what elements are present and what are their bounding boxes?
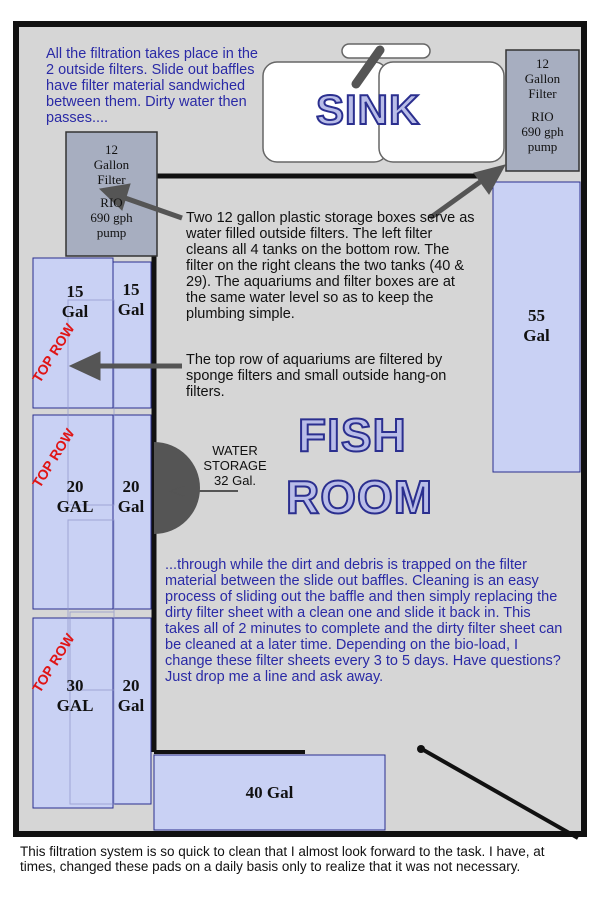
tank-20c-shape <box>112 617 152 805</box>
arrowhead-water-storage <box>168 484 187 498</box>
sink-label: SINK <box>315 85 421 134</box>
arrow-left-filter <box>124 195 183 221</box>
footer-text: This filtration system is so quick to cl… <box>20 844 545 874</box>
water-storage-label: WATER STORAGE 32 Gal. <box>203 443 267 488</box>
arrow-right-filter <box>428 179 482 221</box>
right-filter-label: 12 Gallon Filter RIO 690 gph pump <box>521 56 564 154</box>
door-hinge <box>417 745 425 753</box>
room-label-line1: FISH <box>297 408 407 462</box>
tank-15b-shape <box>112 261 152 409</box>
tank-55-shape <box>492 181 581 473</box>
arrowhead-left-filter <box>98 183 131 211</box>
filter-boxes-text: Two 12 gallon plastic storage boxes serv… <box>186 210 475 322</box>
sink-shape <box>262 43 505 163</box>
tank-15a-shape <box>32 257 114 409</box>
tank-40-label: 40 Gal <box>245 783 294 802</box>
door-line <box>419 746 579 840</box>
through-text: ...through while the dirt and debris is … <box>165 557 563 685</box>
tank-20b-shape <box>112 414 152 610</box>
right-filter-box <box>505 49 580 172</box>
tank-40-shape <box>153 754 386 831</box>
arrowhead-top-row <box>68 351 101 381</box>
tank-30-shape <box>32 617 114 809</box>
top-row-text: The top row of aquariums are filtered by… <box>186 352 447 400</box>
arrowhead-right-filter <box>473 164 506 195</box>
room-label-line2: ROOM <box>285 470 434 524</box>
intro-text: All the filtration takes place in the 2 … <box>46 46 258 126</box>
left-filter-label: 12 Gallon Filter RIO 690 gph pump <box>90 142 133 240</box>
tank-20a-shape <box>32 414 115 610</box>
